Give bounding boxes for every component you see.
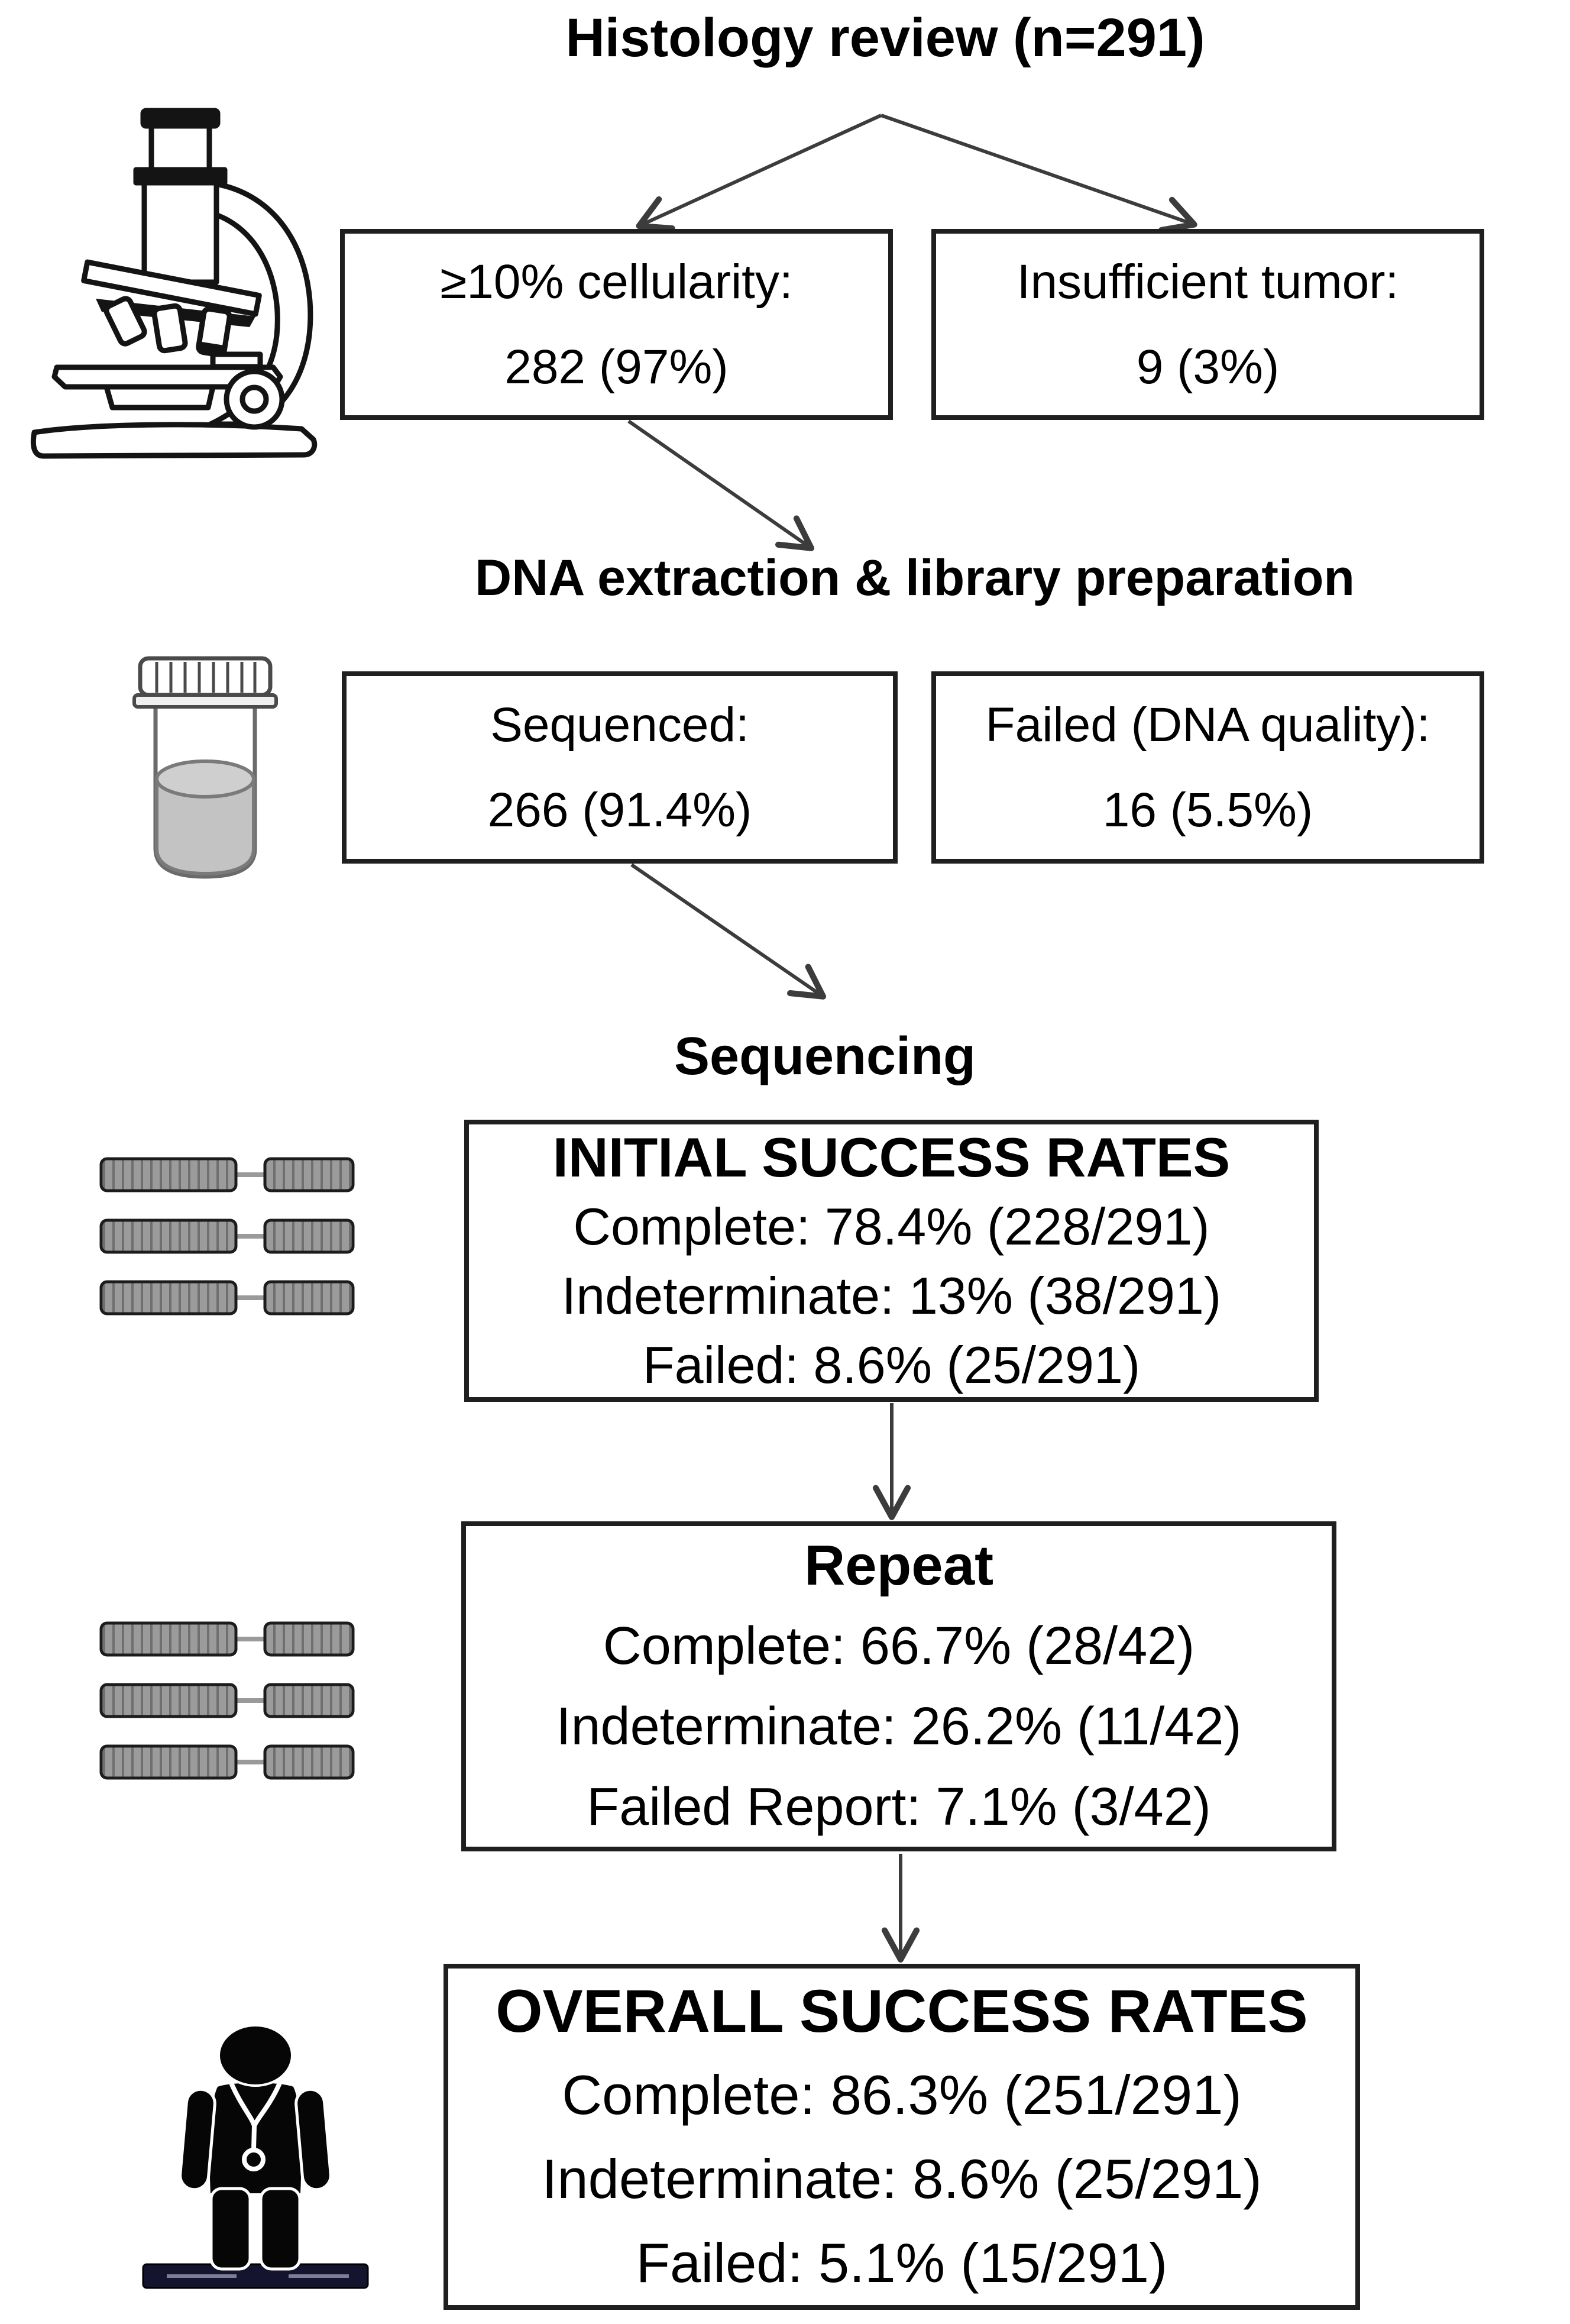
dna-fragments-icon <box>99 1156 355 1325</box>
arrow-title-to-cellularity <box>636 114 882 232</box>
box-sequenced: Sequenced: 266 (91.4%) <box>342 671 898 864</box>
clinician-icon <box>142 2023 370 2298</box>
dna-fragments-icon <box>99 1621 355 1789</box>
overall-complete: Complete: 86.3% (251/291) <box>562 2063 1242 2126</box>
arrow-title-to-insufficient <box>881 114 1197 233</box>
box-insufficient-line2: 9 (3%) <box>1136 340 1280 394</box>
repeat-complete: Complete: 66.7% (28/42) <box>603 1617 1195 1676</box>
repeat-indeterminate: Indeterminate: 26.2% (11/42) <box>556 1697 1242 1756</box>
overall-indeterminate: Indeterminate: 8.6% (25/291) <box>542 2147 1262 2210</box>
initial-indeterminate: Indeterminate: 13% (38/291) <box>561 1266 1222 1325</box>
box-failed-dna-quality: Failed (DNA quality): 16 (5.5%) <box>931 671 1484 864</box>
microscope-icon <box>18 104 331 464</box>
initial-failed: Failed: 8.6% (25/291) <box>642 1335 1141 1394</box>
box-initial-success-rates: INITIAL SUCCESS RATES Complete: 78.4% (2… <box>464 1120 1319 1402</box>
box-insufficient-tumor: Insufficient tumor: 9 (3%) <box>931 229 1484 420</box>
repeat-title: Repeat <box>804 1534 994 1597</box>
box-failed-dna-line2: 16 (5.5%) <box>1102 783 1313 837</box>
initial-complete: Complete: 78.4% (228/291) <box>573 1197 1210 1256</box>
box-repeat: Repeat Complete: 66.7% (28/42) Indetermi… <box>461 1521 1336 1851</box>
overall-title: OVERALL SUCCESS RATES <box>496 1977 1308 2045</box>
sample-tube-icon <box>127 654 284 890</box>
arrow-sequenced-to-sequencing <box>630 863 827 1000</box>
box-insufficient-line1: Insufficient tumor: <box>1017 254 1399 309</box>
header-histology-review: Histology review (n=291) <box>565 8 1205 68</box>
header-dna-extraction: DNA extraction & library preparation <box>475 550 1355 606</box>
box-cellularity-line1: ≥10% cellularity: <box>440 254 793 309</box>
box-cellularity: ≥10% cellularity: 282 (97%) <box>340 229 893 420</box>
arrow-cellularity-to-dna <box>627 419 815 551</box>
repeat-failed: Failed Report: 7.1% (3/42) <box>587 1777 1211 1837</box>
box-sequenced-line1: Sequenced: <box>490 697 749 752</box>
box-sequenced-line2: 266 (91.4%) <box>487 783 752 837</box>
box-cellularity-line2: 282 (97%) <box>504 340 729 394</box>
initial-title: INITIAL SUCCESS RATES <box>552 1126 1231 1188</box>
box-failed-dna-line1: Failed (DNA quality): <box>985 697 1430 752</box>
header-sequencing: Sequencing <box>674 1027 976 1086</box>
box-overall-success-rates: OVERALL SUCCESS RATES Complete: 86.3% (2… <box>444 1964 1360 2310</box>
overall-failed: Failed: 5.1% (15/291) <box>636 2231 1168 2294</box>
